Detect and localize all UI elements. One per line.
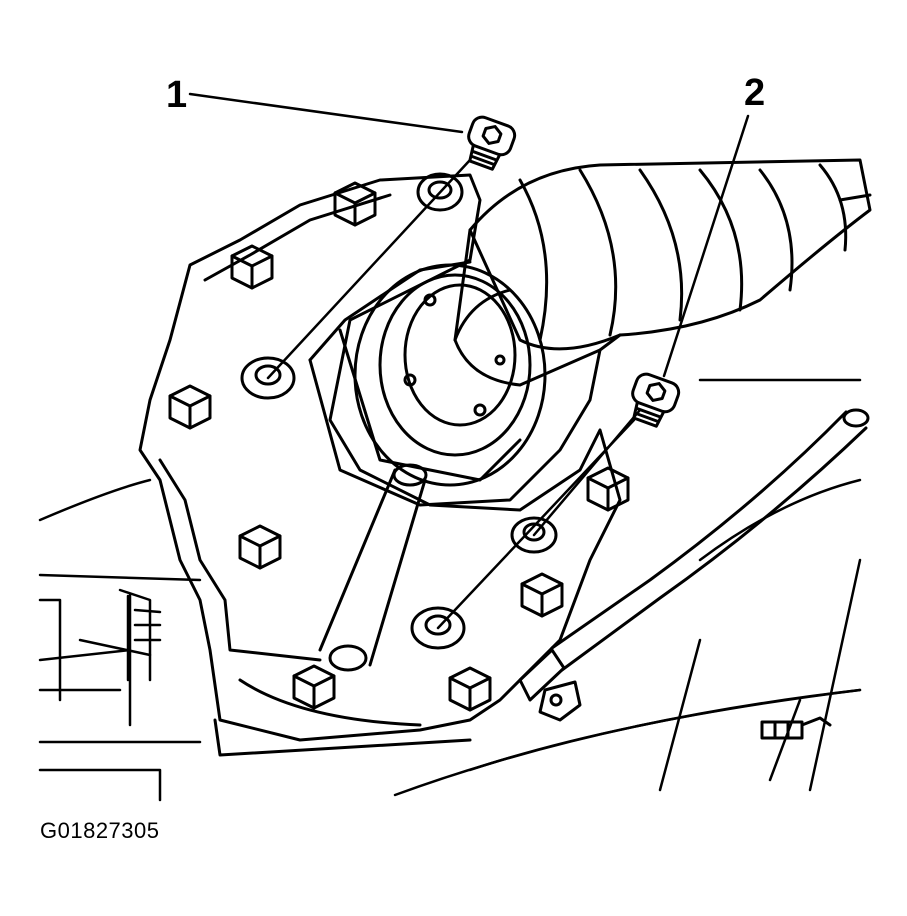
figure-id: G01827305 — [40, 818, 160, 843]
hex-bolt — [586, 466, 630, 512]
hex-bolts — [168, 181, 630, 712]
leader-line-1 — [188, 92, 464, 134]
hex-bolt — [230, 244, 274, 290]
callout-label-2: 2 — [744, 72, 766, 114]
hex-bolt — [168, 384, 212, 430]
install-guide-lines — [266, 158, 642, 630]
support-tube — [318, 463, 428, 672]
connector — [760, 716, 832, 740]
hose — [518, 408, 870, 722]
bolt-hole — [240, 356, 296, 400]
mounting-bracket — [138, 173, 622, 757]
socket-head-screw-1 — [467, 115, 517, 171]
hex-bolt — [238, 524, 282, 570]
hex-bolt — [448, 666, 492, 712]
hex-bolt — [333, 181, 377, 227]
chassis-lines — [38, 378, 862, 802]
wiring-harness — [78, 588, 162, 682]
callout-label-1: 1 — [166, 74, 188, 116]
bolt-holes — [240, 172, 558, 650]
bearing-flange — [308, 260, 602, 507]
leader-line-2 — [662, 114, 750, 378]
hex-bolt — [520, 572, 564, 618]
bolt-hole — [416, 172, 464, 212]
bolt-hole — [410, 606, 466, 650]
axle-boot — [453, 158, 872, 387]
hex-bolt — [292, 664, 336, 710]
bolt-hole — [510, 516, 558, 554]
leader-lines — [188, 92, 750, 378]
